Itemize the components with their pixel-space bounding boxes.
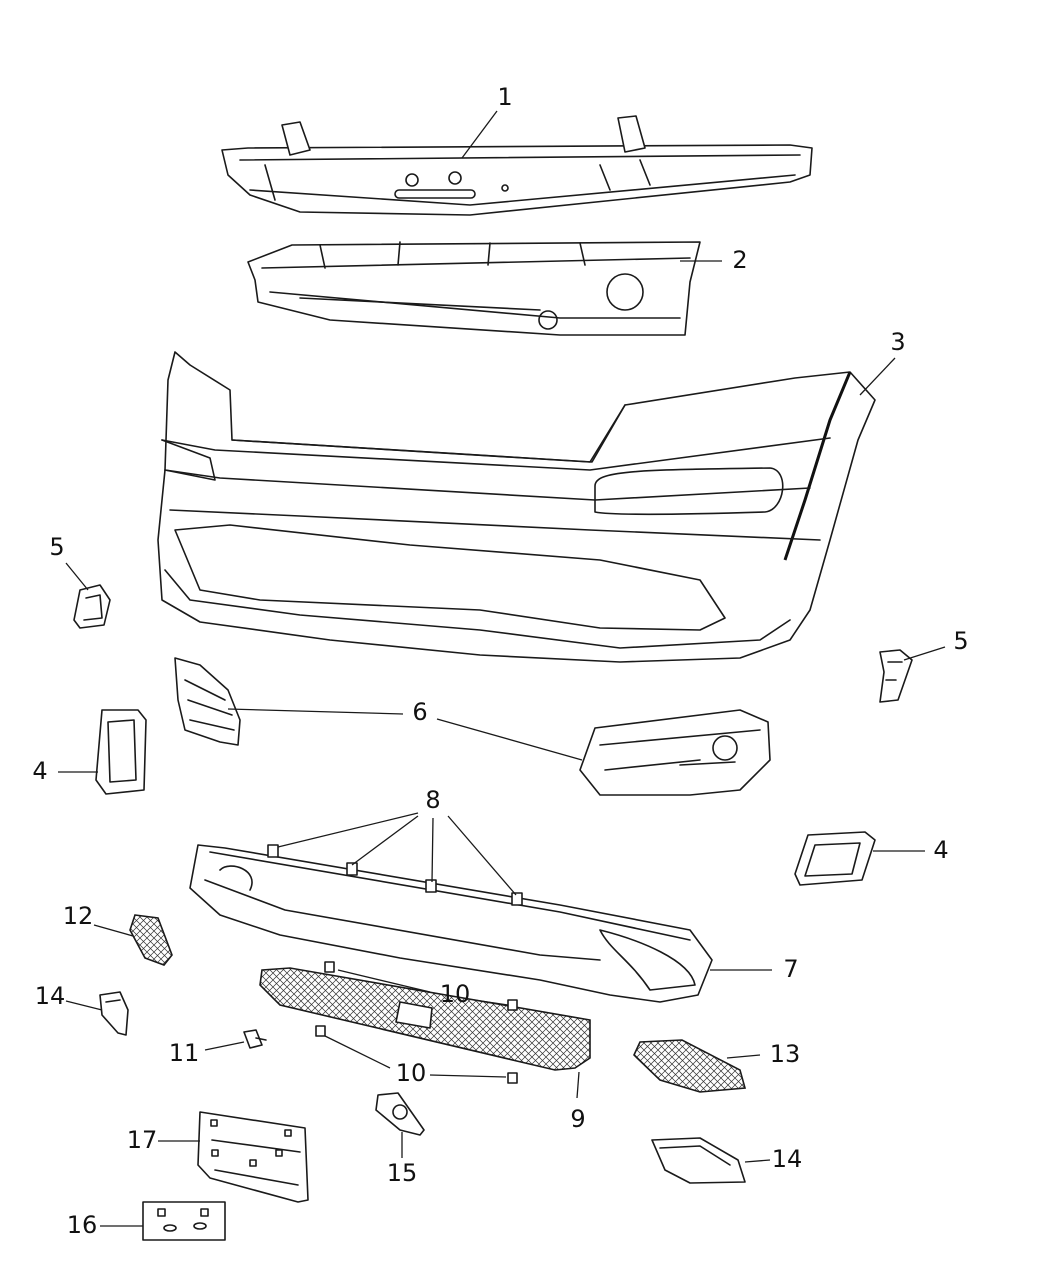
callout-5-right: 5 xyxy=(953,627,968,655)
callout-6: 6 xyxy=(412,698,427,726)
callout-2: 2 xyxy=(732,246,747,274)
callout-14-right: 14 xyxy=(772,1145,803,1173)
callout-14-left: 14 xyxy=(35,982,66,1010)
callout-5-left: 5 xyxy=(49,533,64,561)
part-7-lower-fascia xyxy=(189,844,713,1003)
callout-15: 15 xyxy=(387,1159,418,1187)
callout-10-upper: 10 xyxy=(440,980,471,1008)
part-13-right-grille-insert xyxy=(633,1039,747,1093)
callout-1: 1 xyxy=(497,83,512,111)
callout-17: 17 xyxy=(127,1126,158,1154)
part-8-clips xyxy=(267,844,523,906)
part-5-right-bracket xyxy=(879,649,913,703)
part-15-bracket xyxy=(375,1092,425,1136)
callout-12: 12 xyxy=(63,902,94,930)
callout-13: 13 xyxy=(770,1040,801,1068)
part-11-clip xyxy=(243,1029,267,1049)
part-17-license-plate-bracket xyxy=(197,1111,309,1203)
part-6-left-fog-bracket xyxy=(174,657,241,746)
callout-3: 3 xyxy=(890,328,905,356)
part-4-left-fog-bezel xyxy=(95,709,147,795)
callout-16: 16 xyxy=(67,1211,98,1239)
leader-lines xyxy=(58,110,946,1227)
part-1-reinforcement-beam xyxy=(221,115,813,216)
part-4-right-fog-bezel xyxy=(794,831,876,886)
part-6-right-fog-bracket xyxy=(579,709,771,796)
part-10-fasteners xyxy=(315,961,518,1084)
part-14-right-cover xyxy=(651,1137,746,1184)
callout-9: 9 xyxy=(570,1105,585,1133)
callout-11: 11 xyxy=(169,1039,200,1067)
callout-4-right: 4 xyxy=(933,836,948,864)
callout-10-lower: 10 xyxy=(396,1059,427,1087)
part-9-lower-grille xyxy=(259,967,591,1071)
part-12-left-grille-insert xyxy=(129,914,173,966)
part-3-bumper-fascia xyxy=(157,351,876,663)
part-14-left-cover xyxy=(99,991,129,1036)
callout-8: 8 xyxy=(425,786,440,814)
callout-4-left: 4 xyxy=(32,757,47,785)
part-16-hardware-kit xyxy=(142,1201,226,1241)
part-5-left-bracket xyxy=(73,584,111,629)
part-2-energy-absorber xyxy=(247,241,701,336)
callout-7: 7 xyxy=(783,955,798,983)
